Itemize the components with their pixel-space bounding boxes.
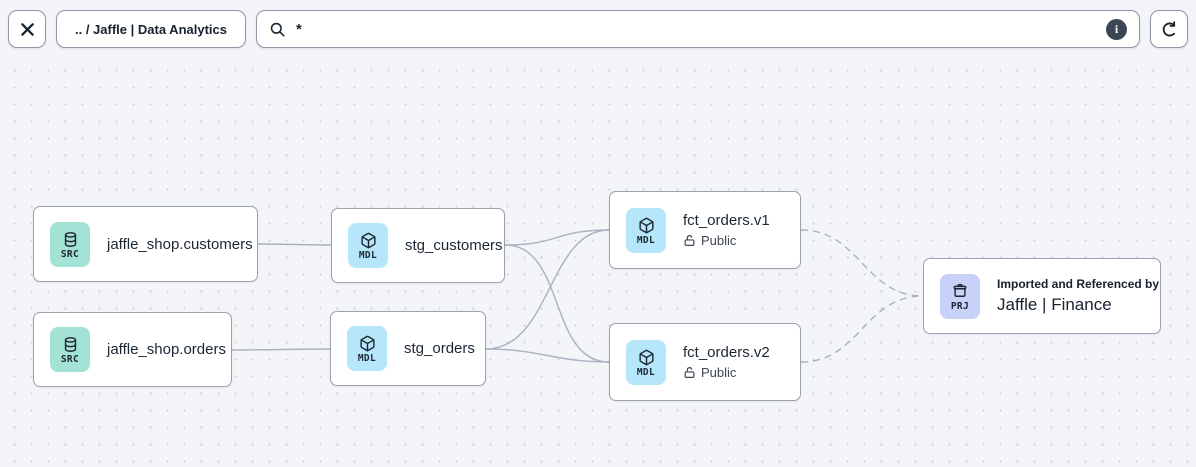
- edge-fctv2-project: [800, 295, 924, 363]
- badge-label: PRJ: [950, 301, 970, 312]
- breadcrumb-button[interactable]: .. / Jaffle | Data Analytics: [56, 10, 246, 48]
- edge-stgorders-fctv2: [485, 348, 610, 363]
- node-fct-orders-v2[interactable]: MDL fct_orders.v2 Public: [609, 323, 801, 401]
- badge-label: MDL: [636, 234, 656, 246]
- model-badge: MDL: [626, 339, 666, 385]
- toolbar: .. / Jaffle | Data Analytics i: [8, 10, 1188, 48]
- badge-label: MDL: [358, 250, 378, 261]
- node-title: stg_customers: [405, 237, 503, 254]
- model-badge: MDL: [347, 326, 387, 371]
- node-title: jaffle_shop.customers: [107, 235, 253, 253]
- edge-stgcustomers-fctv2: [504, 244, 610, 363]
- node-stg-customers[interactable]: MDL stg_customers: [331, 208, 505, 283]
- node-title: stg_orders: [404, 340, 475, 357]
- close-button[interactable]: [8, 10, 46, 48]
- search-input[interactable]: [296, 20, 1096, 38]
- node-title: fct_orders.v2: [683, 344, 770, 361]
- search-box[interactable]: i: [256, 10, 1140, 48]
- edge-stgorders-fctv1: [485, 229, 610, 350]
- access-row: Public: [683, 233, 770, 248]
- badge-label: MDL: [636, 366, 656, 378]
- model-badge: MDL: [626, 207, 666, 253]
- project-subtitle: Imported and Referenced by: [997, 277, 1160, 291]
- database-icon: [64, 337, 76, 352]
- badge-label: MDL: [357, 353, 377, 364]
- cube-icon: [360, 232, 376, 249]
- badge-label: SRC: [60, 248, 80, 260]
- node-jaffle-shop-customers[interactable]: SRC jaffle_shop.customers: [33, 206, 258, 282]
- cube-icon: [359, 335, 375, 352]
- project-badge: PRJ: [940, 273, 980, 319]
- edge-fctv1-project: [800, 229, 924, 297]
- access-label: Public: [701, 233, 737, 248]
- database-icon: [64, 231, 76, 247]
- refresh-button[interactable]: [1150, 10, 1188, 48]
- node-jaffle-shop-orders[interactable]: SRC jaffle_shop.orders: [33, 312, 232, 387]
- project-title: Jaffle | Finance: [997, 295, 1112, 314]
- breadcrumb-label: .. / Jaffle | Data Analytics: [75, 21, 227, 37]
- info-glyph: i: [1114, 21, 1119, 36]
- edge-orders-stg: [231, 348, 331, 351]
- edge-customers-stg: [257, 243, 332, 246]
- edge-stgcustomers-fctv1: [504, 229, 610, 246]
- cube-icon: [638, 217, 654, 233]
- node-project-jaffle-finance[interactable]: PRJ Imported and Referenced by Jaffle | …: [923, 258, 1161, 334]
- access-row: Public: [683, 365, 770, 380]
- badge-label: SRC: [60, 354, 80, 365]
- node-title: fct_orders.v1: [683, 212, 770, 229]
- source-badge: SRC: [50, 327, 90, 372]
- close-icon: [20, 22, 34, 36]
- node-stg-orders[interactable]: MDL stg_orders: [330, 311, 486, 386]
- archive-box-icon: [953, 283, 967, 297]
- model-badge: MDL: [348, 223, 388, 268]
- access-label: Public: [701, 365, 737, 380]
- lock-open-icon: [684, 235, 695, 246]
- refresh-icon: [1162, 20, 1175, 36]
- info-icon[interactable]: i: [1106, 18, 1127, 40]
- node-fct-orders-v1[interactable]: MDL fct_orders.v1 Public: [609, 191, 801, 269]
- node-title: jaffle_shop.orders: [107, 341, 226, 358]
- search-icon: [270, 22, 285, 36]
- source-badge: SRC: [50, 221, 90, 267]
- cube-icon: [638, 349, 654, 365]
- lock-open-icon: [684, 367, 695, 378]
